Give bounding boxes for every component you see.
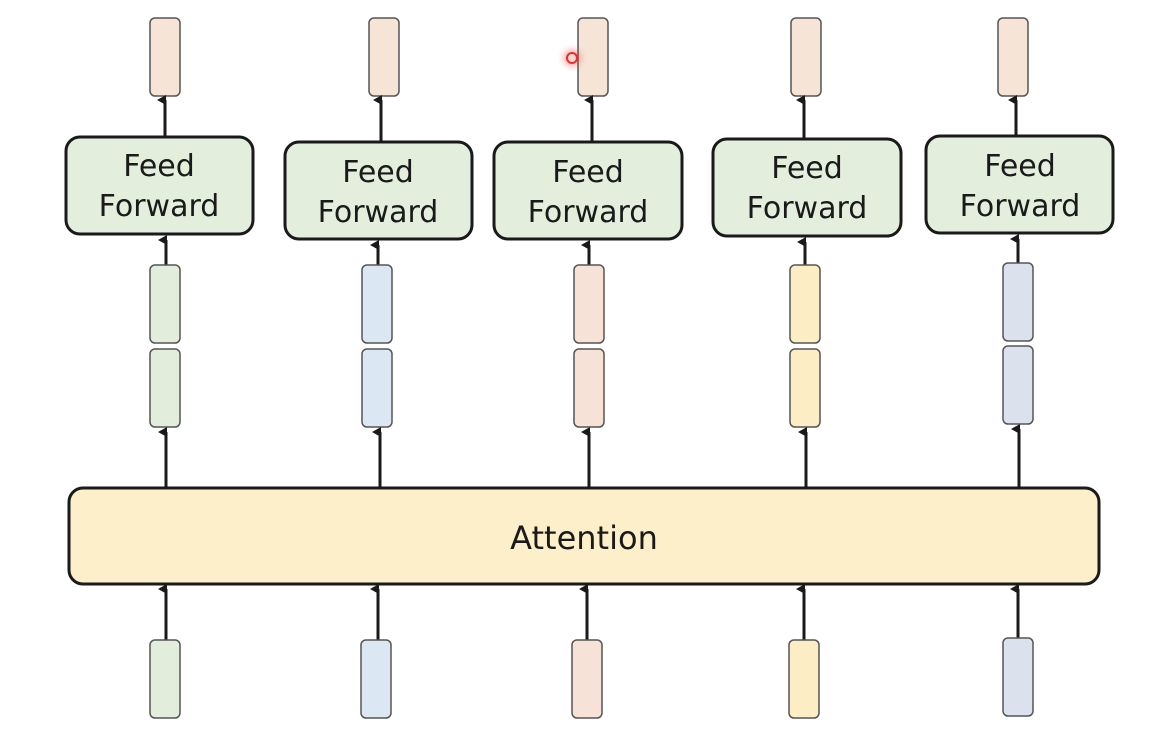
ff-label-line1: Feed bbox=[123, 149, 195, 184]
hidden-vector bbox=[149, 264, 181, 344]
column-3: Feed Forward bbox=[492, 17, 684, 719]
feed-forward-block: Feed Forward bbox=[924, 134, 1115, 235]
input-vector bbox=[149, 639, 181, 719]
ff-label-line2: Forward bbox=[960, 189, 1081, 224]
ff-label-line1: Feed bbox=[552, 155, 624, 190]
hidden-vector bbox=[789, 348, 821, 428]
feed-forward-block: Feed Forward bbox=[711, 137, 903, 238]
hidden-vector bbox=[1002, 345, 1034, 425]
ff-label-line2: Forward bbox=[747, 191, 868, 226]
feed-forward-block: Feed Forward bbox=[492, 140, 684, 241]
hidden-vector bbox=[1002, 262, 1034, 342]
output-vector bbox=[368, 17, 400, 97]
ff-label-line1: Feed bbox=[984, 149, 1056, 184]
hidden-vector bbox=[573, 264, 605, 344]
ff-label-line1: Feed bbox=[342, 155, 414, 190]
input-vector bbox=[571, 639, 603, 719]
input-vector bbox=[1002, 637, 1034, 717]
output-vector bbox=[997, 17, 1029, 97]
attention-block: Attention bbox=[67, 486, 1101, 586]
output-vector bbox=[577, 17, 609, 97]
feed-forward-block: Feed Forward bbox=[283, 140, 474, 241]
attention-label: Attention bbox=[510, 519, 658, 557]
output-vector bbox=[790, 17, 822, 97]
ff-label-line2: Forward bbox=[318, 195, 439, 230]
ff-label-line1: Feed bbox=[771, 151, 843, 186]
hidden-vector bbox=[149, 348, 181, 428]
pointer-dot-icon bbox=[566, 52, 578, 64]
column-2: Feed Forward bbox=[283, 17, 474, 719]
hidden-vector bbox=[573, 348, 605, 428]
column-1: Feed Forward bbox=[64, 17, 255, 719]
column-4: Feed Forward bbox=[711, 17, 903, 719]
output-vector bbox=[149, 17, 181, 97]
ff-label-line2: Forward bbox=[99, 189, 220, 224]
hidden-vector bbox=[361, 348, 393, 428]
ff-label-line2: Forward bbox=[528, 195, 649, 230]
input-vector bbox=[788, 639, 820, 719]
hidden-vector bbox=[789, 264, 821, 344]
hidden-vector bbox=[361, 264, 393, 344]
column-5: Feed Forward bbox=[924, 17, 1115, 717]
feed-forward-block: Feed Forward bbox=[64, 135, 255, 236]
input-vector bbox=[360, 639, 392, 719]
